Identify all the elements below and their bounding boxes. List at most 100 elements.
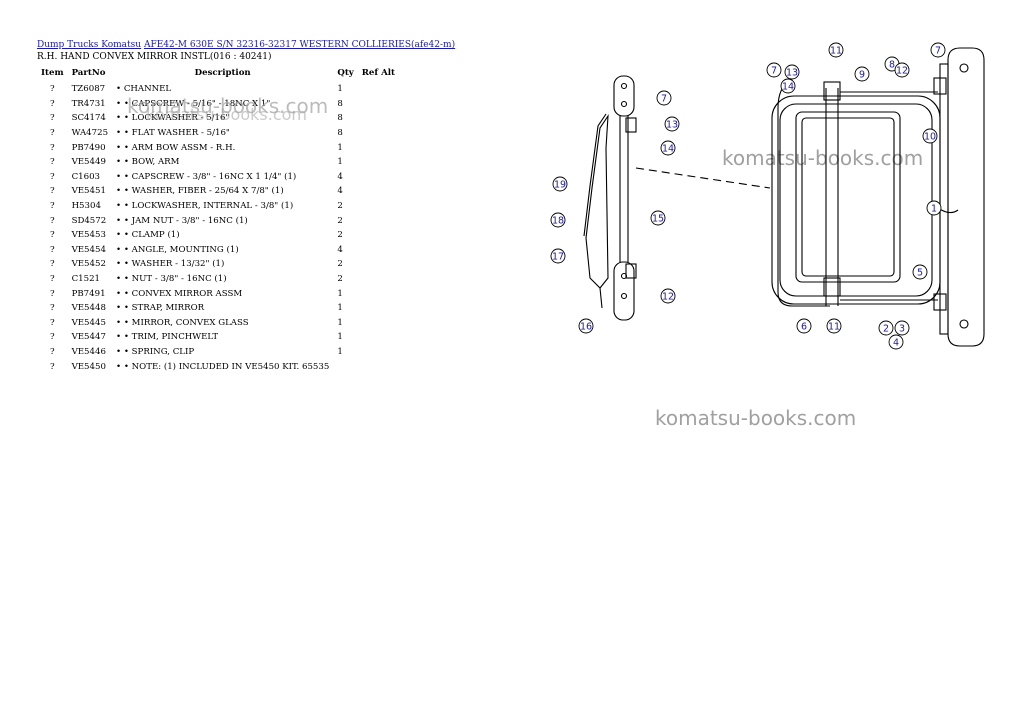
cell-description: • • LOCKWASHER - 5/16" bbox=[116, 113, 230, 124]
page-title: R.H. HAND CONVEX MIRROR INSTL(016 : 4024… bbox=[37, 52, 272, 62]
cell-item: ? bbox=[49, 274, 55, 285]
cell-qty: 2 bbox=[337, 259, 343, 270]
cell-refalt bbox=[358, 140, 399, 155]
cell-qty: 1 bbox=[337, 346, 343, 357]
cell-qty: 1 bbox=[337, 84, 343, 95]
cell-part-number: SC4174 bbox=[71, 113, 106, 124]
cell-refalt bbox=[358, 359, 399, 374]
cell-qty: 1 bbox=[337, 157, 343, 168]
cell-description: • • CAPSCREW - 5/16" - 18NC X 1" bbox=[116, 98, 271, 109]
svg-text:5: 5 bbox=[917, 268, 923, 279]
table-row: ?PB7490• • ARM BOW ASSM - R.H.1 bbox=[37, 140, 399, 155]
cell-refalt bbox=[358, 170, 399, 185]
parts-table: Item PartNo Description Qty Ref Alt ? TZ6… bbox=[37, 66, 399, 374]
column-header-description: Description bbox=[194, 68, 251, 78]
cell-item: ? bbox=[49, 186, 55, 197]
column-header-partno: PartNo bbox=[71, 68, 106, 78]
cell-description: • • MIRROR, CONVEX GLASS bbox=[116, 317, 249, 328]
cell-item: ? bbox=[49, 84, 55, 95]
cell-refalt bbox=[358, 126, 399, 141]
cell-item: ? bbox=[49, 215, 55, 226]
table-row: ?SD4572• • JAM NUT - 3/8" - 16NC (1)2 bbox=[37, 213, 399, 228]
cell-refalt bbox=[358, 330, 399, 345]
cell-item: ? bbox=[49, 157, 55, 168]
callout-number: 3 bbox=[894, 320, 910, 336]
cell-part-number: VE5454 bbox=[71, 244, 106, 255]
callout-number: 18 bbox=[550, 212, 566, 228]
table-row: ?VE5450• • NOTE: (1) INCLUDED IN VE5450 … bbox=[37, 359, 399, 374]
cell-part-number: TR4731 bbox=[71, 98, 106, 109]
callout-number: 2 bbox=[878, 320, 894, 336]
column-header-refalt: Ref Alt bbox=[361, 68, 395, 78]
table-row: ?VE5452• • WASHER - 13/32" (1)2 bbox=[37, 257, 399, 272]
cell-part-number: SD4572 bbox=[71, 215, 107, 226]
watermark: komatsu-books.com bbox=[655, 406, 857, 430]
cell-item: ? bbox=[49, 230, 55, 241]
cell-part-number: VE5447 bbox=[71, 332, 106, 343]
svg-text:12: 12 bbox=[896, 66, 908, 77]
column-header-qty: Qty bbox=[337, 68, 354, 78]
breadcrumb-link-dump-trucks[interactable]: Dump Trucks Komatsu bbox=[37, 40, 142, 50]
callout-number: 14 bbox=[780, 78, 796, 94]
callout-number: 11 bbox=[826, 318, 842, 334]
cell-qty: 8 bbox=[337, 128, 343, 139]
cell-qty: 2 bbox=[337, 230, 343, 241]
svg-text:13: 13 bbox=[666, 120, 678, 131]
cell-refalt bbox=[358, 243, 399, 258]
table-header-row: Item PartNo Description Qty Ref Alt bbox=[37, 66, 399, 82]
callout-number: 7 bbox=[766, 62, 782, 78]
cell-refalt bbox=[358, 301, 399, 316]
cell-description: • • CLAMP (1) bbox=[116, 230, 180, 241]
callout-number: 9 bbox=[854, 66, 870, 82]
callout-number: 16 bbox=[578, 318, 594, 334]
cell-part-number: PB7491 bbox=[71, 288, 106, 299]
svg-text:14: 14 bbox=[662, 144, 674, 155]
cell-description: • • NUT - 3/8" - 16NC (1) bbox=[116, 274, 227, 285]
cell-part-number: VE5451 bbox=[71, 186, 106, 197]
cell-part-number: PB7490 bbox=[71, 142, 106, 153]
cell-refalt bbox=[358, 82, 399, 97]
svg-text:7: 7 bbox=[771, 66, 777, 77]
cell-item: ? bbox=[49, 346, 55, 357]
diagram-linework bbox=[583, 47, 985, 347]
cell-part-number: VE5448 bbox=[71, 303, 106, 314]
cell-description: • • CAPSCREW - 3/8" - 16NC X 1 1/4" (1) bbox=[116, 171, 297, 182]
svg-text:9: 9 bbox=[859, 70, 865, 81]
cell-item: ? bbox=[49, 142, 55, 153]
callout-number: 13 bbox=[784, 64, 800, 80]
cell-qty: 8 bbox=[337, 98, 343, 109]
cell-item: ? bbox=[49, 332, 55, 343]
svg-text:13: 13 bbox=[786, 68, 798, 79]
callout-number: 12 bbox=[894, 62, 910, 78]
cell-item: ? bbox=[49, 259, 55, 270]
table-row: ?VE5451• • WASHER, FIBER - 25/64 X 7/8" … bbox=[37, 184, 399, 199]
cell-part-number: TZ6087 bbox=[71, 84, 106, 95]
cell-part-number: WA4725 bbox=[71, 128, 109, 139]
callout-number: 14 bbox=[660, 140, 676, 156]
cell-qty: 1 bbox=[337, 288, 343, 299]
cell-refalt bbox=[358, 155, 399, 170]
cell-qty: 1 bbox=[337, 332, 343, 343]
svg-text:14: 14 bbox=[782, 82, 794, 93]
cell-part-number: VE5445 bbox=[71, 317, 106, 328]
cell-description: • CHANNEL bbox=[116, 84, 172, 95]
callout-number: 12 bbox=[660, 288, 676, 304]
cell-refalt bbox=[358, 111, 399, 126]
cell-item: ? bbox=[49, 98, 55, 109]
callout-number: 19 bbox=[552, 176, 568, 192]
breadcrumb-link-model[interactable]: AFE42-M 630E S/N 32316-32317 WESTERN COL… bbox=[143, 40, 456, 50]
cell-refalt bbox=[358, 257, 399, 272]
cell-part-number: VE5449 bbox=[71, 157, 106, 168]
callout-number: 11 bbox=[828, 42, 844, 58]
cell-description: • • CONVEX MIRROR ASSM bbox=[116, 288, 243, 299]
table-row: ? TR4731 • • CAPSCREW - 5/16" - 18NC X 1" 8 bbox=[37, 97, 399, 112]
cell-description: • • TRIM, PINCHWELT bbox=[116, 332, 219, 343]
callout-number: 13 bbox=[664, 116, 680, 132]
svg-text:7: 7 bbox=[661, 94, 667, 105]
cell-part-number: VE5446 bbox=[71, 346, 106, 357]
cell-refalt bbox=[358, 213, 399, 228]
svg-text:11: 11 bbox=[830, 46, 842, 57]
